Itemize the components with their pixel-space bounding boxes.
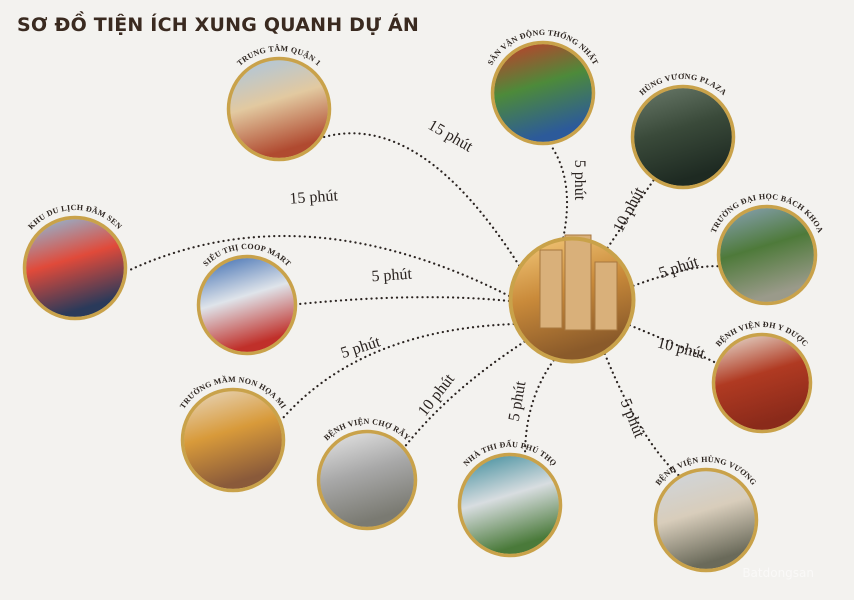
amenity-photo [26, 219, 124, 317]
amenity-photo [230, 60, 328, 158]
amenity-node-hung-vuong-plaza[interactable]: HÙNG VƯƠNG PLAZA [630, 72, 736, 190]
amenity-nodes: TRUNG TÂM QUẬN 1 SÂN VẬN ĐỘNG THỐNG NHẤT H… [22, 28, 825, 573]
amenity-ring [316, 429, 418, 531]
amenity-ring [711, 332, 813, 434]
connector-line-nha-thi-dau-phu-tho [523, 359, 555, 457]
connector-line-dai-hoc-bach-khoa [632, 265, 720, 287]
amenity-ring [180, 387, 286, 493]
amenity-photo [461, 456, 559, 554]
amenity-ring [490, 40, 596, 146]
connector-line-trung-tam-quan-1 [321, 132, 521, 267]
amenity-ring [22, 215, 128, 321]
travel-time-trung-tam-quan-1: 15 phút [425, 117, 476, 156]
project-ring [508, 236, 636, 364]
travel-time-khu-du-lich-dam-sen: 15 phút [289, 187, 339, 207]
connector-lines [125, 132, 720, 477]
travel-time-mam-non-hoa-mi: 5 phút [339, 333, 383, 362]
connector-line-benh-vien-hung-vuong [603, 352, 681, 477]
connector-line-hung-vuong-plaza [606, 178, 655, 250]
project-node[interactable] [508, 234, 636, 364]
amenity-node-dai-hoc-bach-khoa[interactable]: TRƯỜNG ĐẠI HỌC BÁCH KHOA [709, 192, 825, 306]
connector-line-benh-vien-cho-ray [403, 340, 526, 449]
amenity-node-sieu-thi-coop-mart[interactable]: SIÊU THỊ COOP MART [196, 242, 298, 356]
amenity-photo [720, 208, 814, 302]
amenity-ring [226, 56, 332, 162]
amenity-node-benh-vien-cho-ray[interactable]: BỆNH VIỆN CHỢ RẪY [316, 417, 418, 531]
amenity-node-khu-du-lich-dam-sen[interactable]: KHU DU LỊCH ĐẦM SEN [22, 203, 128, 321]
amenity-node-san-van-dong-thong-nhat[interactable]: SÂN VẬN ĐỘNG THỐNG NHẤT [486, 28, 601, 146]
amenity-photo [715, 336, 809, 430]
amenity-ring [653, 467, 759, 573]
amenity-photo [494, 44, 592, 142]
amenity-node-benh-vien-dh-y-duoc[interactable]: BỆNH VIỆN ĐH Y DƯỢC [711, 320, 813, 434]
travel-time-nha-thi-dau-phu-tho: 5 phút [506, 379, 530, 422]
tower-3 [594, 261, 618, 331]
amenity-node-mam-non-hoa-mi[interactable]: TRƯỜNG MẦM NON HỌA MI [178, 374, 288, 493]
tower-2 [564, 234, 592, 331]
tower-1 [539, 249, 563, 329]
watermark: Batdongsan [742, 566, 814, 580]
connector-line-san-van-dong-thong-nhat [549, 143, 569, 239]
amenity-node-nha-thi-dau-phu-tho[interactable]: NHÀ THI ĐẤU PHÚ THỌ [457, 439, 563, 558]
amenity-photo [657, 471, 755, 569]
amenity-ring [630, 84, 736, 190]
travel-time-san-van-dong-thong-nhat: 5 phút [571, 160, 588, 201]
travel-time-dai-hoc-bach-khoa: 5 phút [657, 253, 701, 282]
amenity-ring [196, 254, 298, 356]
travel-time-sieu-thi-coop-mart: 5 phút [371, 266, 413, 286]
amenity-node-benh-vien-hung-vuong[interactable]: BỆNH VIỆN HÙNG VƯƠNG [653, 454, 759, 573]
amenity-photo [184, 391, 282, 489]
connector-line-sieu-thi-coop-mart [295, 296, 511, 306]
connector-line-khu-du-lich-dam-sen [125, 234, 511, 298]
amenity-photo [200, 258, 294, 352]
connector-line-mam-non-hoa-mi [279, 322, 515, 422]
connector-line-benh-vien-dh-y-duoc [628, 324, 718, 365]
amenity-photo [320, 433, 414, 527]
amenity-node-trung-tam-quan-1[interactable]: TRUNG TÂM QUẬN 1 [226, 43, 332, 162]
page-title: SƠ ĐỒ TIỆN ÍCH XUNG QUANH DỰ ÁN [17, 14, 420, 36]
amenity-ring [457, 452, 563, 558]
amenity-ring [716, 204, 818, 306]
amenity-photo [634, 88, 732, 186]
travel-time-benh-vien-dh-y-duoc: 10 phút [656, 335, 708, 363]
travel-time-hung-vuong-plaza: 10 phút [610, 184, 648, 235]
travel-time-benh-vien-hung-vuong: 5 phút [617, 396, 648, 440]
